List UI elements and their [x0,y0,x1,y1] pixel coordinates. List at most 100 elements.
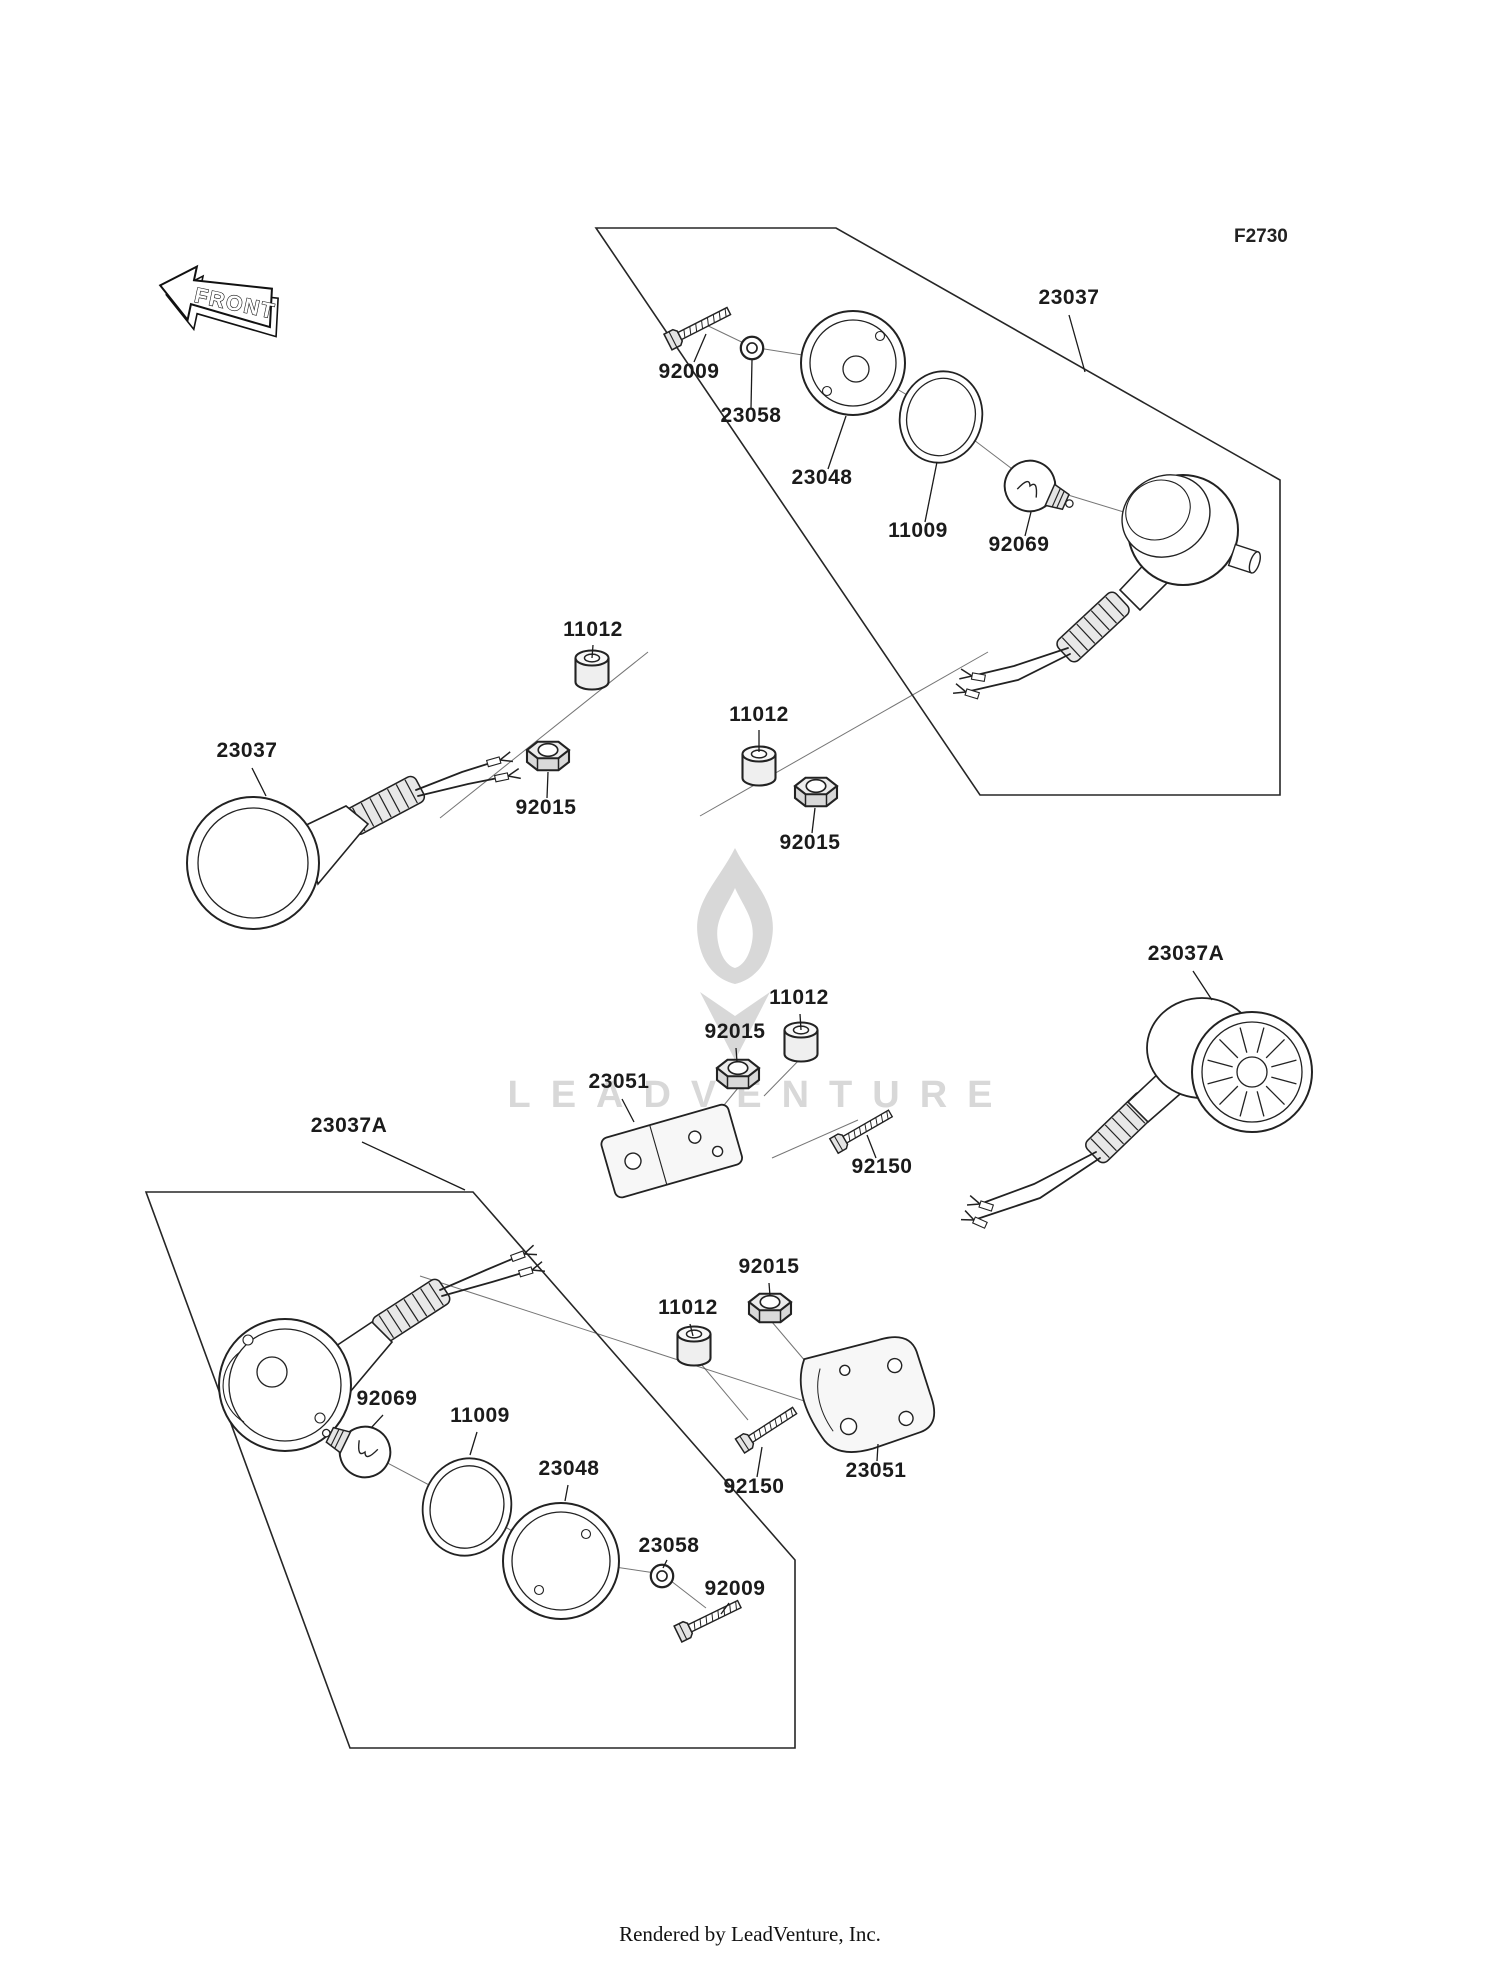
bolt-92009-top [663,302,734,351]
lamp-lens-ring [197,807,309,919]
part-label-23037-left: 23037 [217,739,278,797]
top-assembly [186,302,1261,930]
leader-line [469,1431,478,1456]
svg-text:92069: 92069 [989,533,1050,556]
bracket-23051-lower [799,1336,936,1453]
part-label-92009-top: 92009 [659,333,720,383]
part-label-23037a-left: 23037A [311,1114,466,1191]
part-label-23037a-right: 23037A [1148,942,1225,1001]
part-label-11009-bottom: 11009 [450,1404,509,1456]
part-label-23058-bottom: 23058 [639,1534,700,1569]
washer-23058-top [739,335,765,361]
leader-line [361,1141,466,1191]
svg-text:11012: 11012 [769,986,829,1009]
part-label-92069-top: 92069 [989,511,1050,556]
lens-23048-bottom [502,1502,620,1620]
leader-line [370,1414,384,1429]
nut-92015-left [525,740,571,772]
leader-line [720,1602,730,1615]
bulb-socket [256,1356,288,1388]
wire-terminal [485,751,514,770]
lamp-stub [1227,543,1261,574]
top-assembly-box [594,227,1281,796]
svg-text:23037A: 23037A [1148,942,1225,965]
lamp-wire [965,653,1071,693]
axis-nut-lower [771,1321,807,1363]
part-label-92015-bottom-mid: 92015 [705,1020,766,1063]
part-label-11009-top: 11009 [888,461,947,542]
svg-text:23037A: 23037A [311,1114,388,1137]
svg-text:92015: 92015 [705,1020,766,1043]
wire-terminal [966,1194,995,1214]
wire-terminal [493,767,522,785]
leader-line [866,1134,877,1159]
wire-terminal [952,682,981,702]
part-label-11012-left: 11012 [563,618,623,659]
svg-text:92015: 92015 [739,1255,800,1278]
turn-signal-23037a-left [218,1244,546,1452]
svg-text:23037: 23037 [217,739,278,762]
axis-bm-collar [763,1055,804,1097]
leader-line [621,1098,635,1123]
page-footer: Rendered by LeadVenture, Inc. [619,1922,881,1946]
axis-bottom-long [419,1275,839,1413]
part-label-23058-top: 23058 [721,359,781,427]
lamp-wire [441,1269,533,1297]
nut-92015-lower [747,1292,793,1324]
bolt-92009-bottom [673,1595,744,1643]
part-label-92015-lower: 92015 [739,1255,800,1297]
leader-line [1068,314,1086,373]
lamp-face-hub [1236,1056,1268,1088]
part-labels: 23037 92009 23058 23048 11009 92069 1101… [217,286,1225,1615]
lamp-wire [971,647,1069,677]
part-label-92015-left: 92015 [516,771,577,819]
wire-terminal [517,1260,546,1280]
svg-text:92015: 92015 [780,831,841,854]
svg-text:11012: 11012 [729,703,789,726]
part-label-92009-bottom: 92009 [705,1577,765,1615]
part-label-11012-lower: 11012 [658,1296,718,1337]
axis-collar-lower [695,1357,749,1421]
bottom-assembly [218,997,1313,1643]
part-label-92015-mid: 92015 [780,807,841,854]
axis-top-stud-left [439,651,649,819]
svg-text:23058: 23058 [639,1534,700,1557]
collar-11012-lower [676,1325,712,1367]
axis-top-stud-right [699,651,989,817]
bolt-92150-lower [734,1402,800,1454]
leader-line [693,333,707,363]
svg-text:11012: 11012 [563,618,623,641]
lamp-wire [979,1151,1097,1205]
lamp-wire [417,775,509,797]
front-direction-arrow: FRONT [158,264,279,338]
gasket-11009-bottom [421,1457,513,1557]
leader-line [591,644,594,659]
reflector-arc [222,1351,245,1423]
lamp-rim-inner [1125,479,1191,541]
axis-bolt-upper [771,1119,859,1159]
nut-92015-mid [793,776,839,808]
figure-code: F2730 [1234,226,1288,247]
svg-text:92009: 92009 [659,360,720,383]
svg-text:23048: 23048 [792,466,853,489]
housing-23048-top [800,310,906,416]
svg-text:23051: 23051 [846,1459,907,1482]
leader-line [564,1484,569,1502]
leader-line [735,1047,738,1063]
turn-signal-23037-right [952,474,1261,702]
part-label-23051-upper: 23051 [589,1070,649,1123]
part-label-92150-lower: 92150 [724,1446,784,1498]
svg-text:92015: 92015 [516,796,577,819]
bottom-assembly-box [144,1191,796,1749]
leader-line [811,807,816,834]
turn-signal-23037-left [186,751,522,930]
leader-line [924,461,938,523]
lamp-wire [439,1253,525,1291]
leader-line [827,415,847,470]
leader-line [750,359,753,409]
nut-92015-bottom-mid [715,1058,761,1090]
svg-text:11012: 11012 [658,1296,718,1319]
leader-line [251,767,267,797]
